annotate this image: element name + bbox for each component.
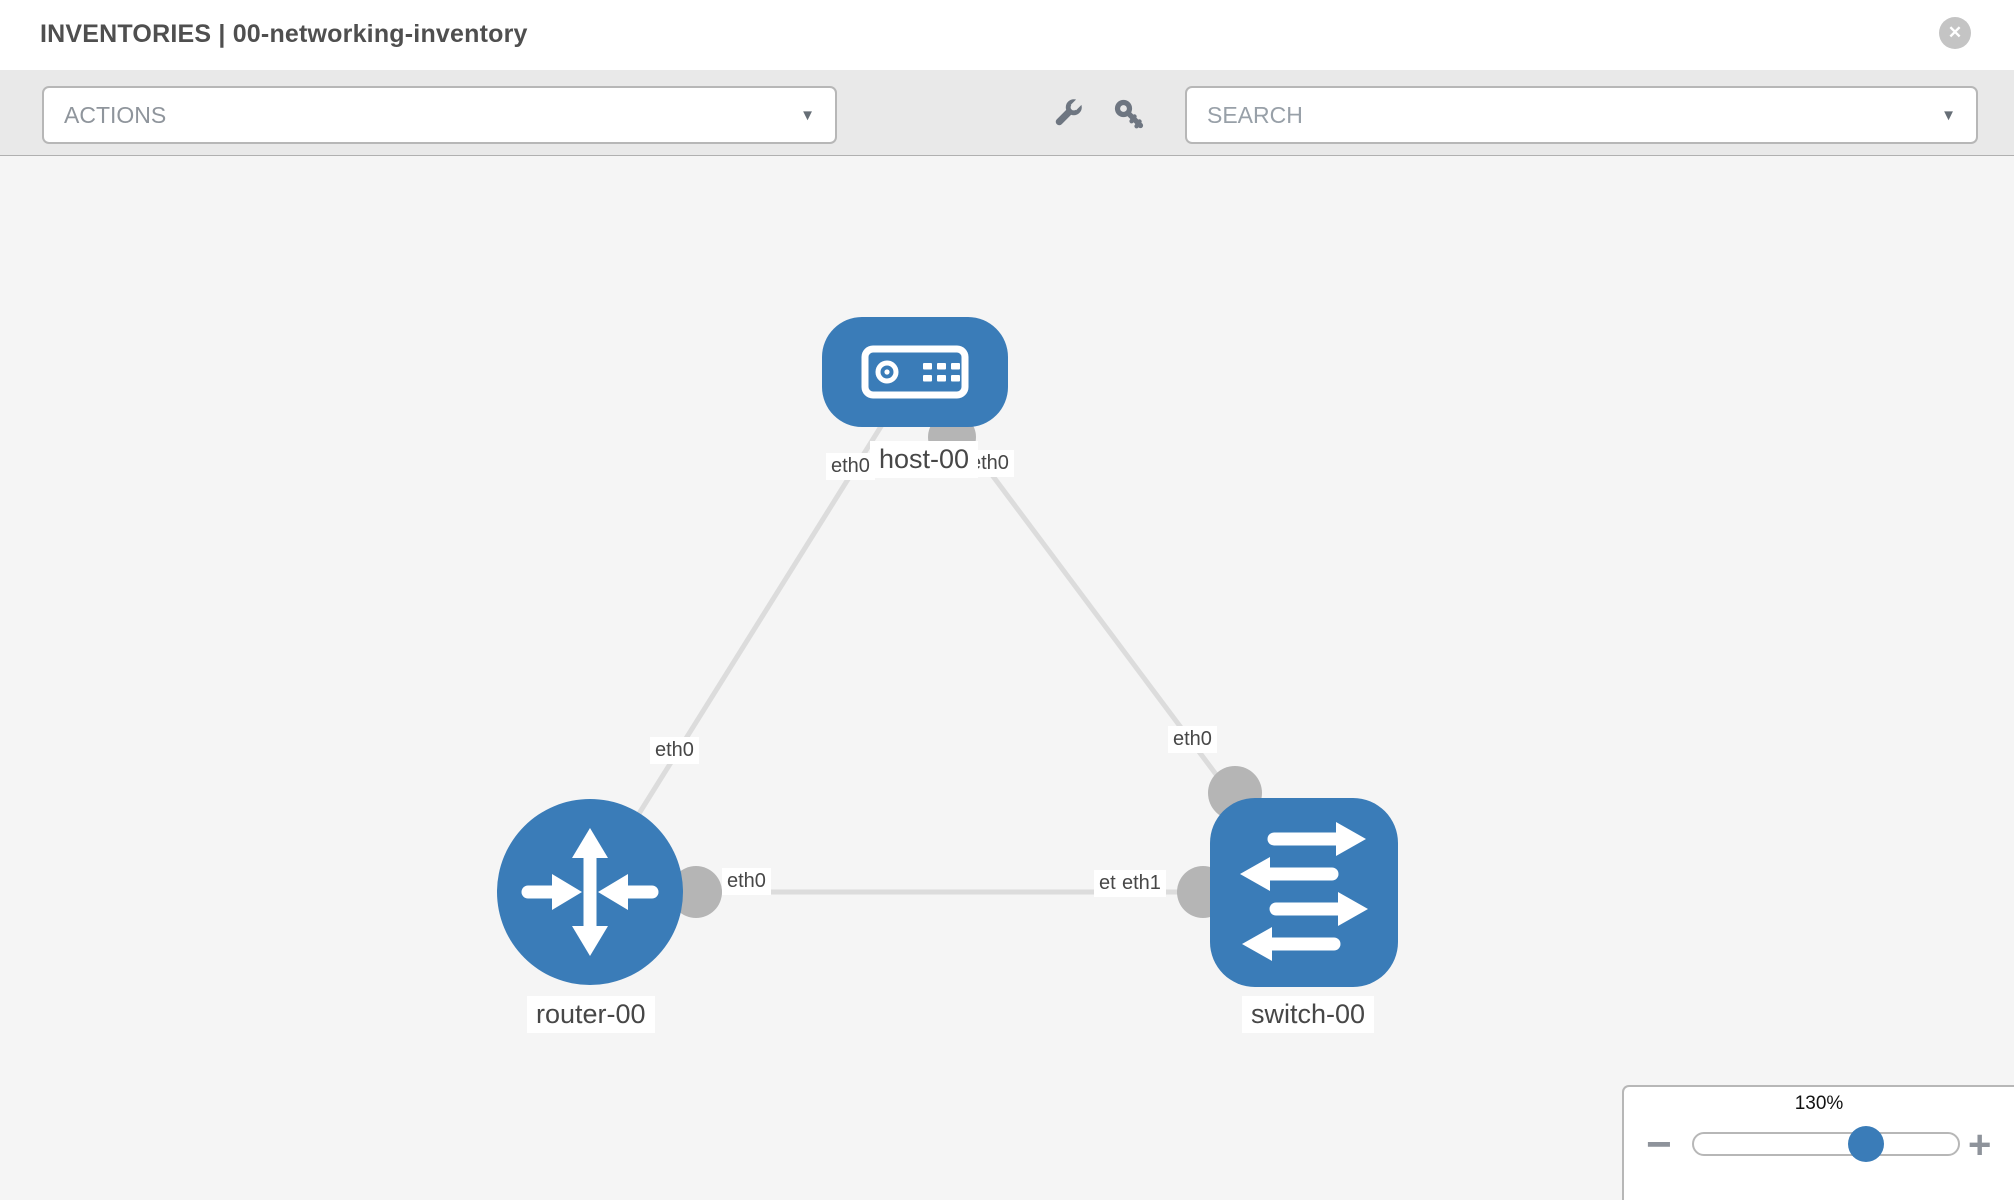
configure-button[interactable] bbox=[1042, 91, 1090, 139]
wrench-icon bbox=[1055, 98, 1083, 126]
toolbar: ACTIONS ▼ bbox=[0, 70, 2014, 156]
zoom-control-panel: 130% − + bbox=[1622, 1085, 2014, 1200]
actions-dropdown-label: ACTIONS bbox=[64, 101, 167, 128]
zoom-level-value: 130% bbox=[1794, 1093, 1844, 1114]
key-icon bbox=[1114, 99, 1144, 129]
zoom-slider-thumb[interactable] bbox=[1848, 1126, 1884, 1162]
search-dropdown[interactable]: ▼ bbox=[1185, 86, 1978, 144]
node-switch-00[interactable] bbox=[1210, 798, 1398, 987]
topology-canvas[interactable]: eth0 eth0 eth0 eth0 eth0 eth0 eth1 host-… bbox=[0, 156, 2014, 1200]
interface-label: eth1 bbox=[1117, 870, 1166, 897]
interface-label: eth0 bbox=[1168, 726, 1217, 753]
node-label-router: router-00 bbox=[527, 996, 655, 1033]
interface-label: eth0 bbox=[650, 737, 699, 764]
server-icon bbox=[861, 345, 969, 399]
credentials-button[interactable] bbox=[1106, 91, 1154, 139]
close-icon[interactable]: ✕ bbox=[1939, 17, 1971, 49]
search-input[interactable] bbox=[1207, 101, 1942, 129]
header: INVENTORIES | 00-networking-inventory ✕ bbox=[0, 0, 2014, 70]
zoom-in-button[interactable]: + bbox=[1968, 1123, 1992, 1167]
interface-dot-router bbox=[670, 866, 722, 918]
zoom-slider[interactable] bbox=[1692, 1126, 1960, 1162]
page-title: INVENTORIES | 00-networking-inventory bbox=[40, 20, 528, 48]
chevron-down-icon: ▼ bbox=[800, 106, 815, 124]
exchange-arrows-icon bbox=[1240, 822, 1368, 961]
actions-dropdown[interactable]: ACTIONS ▼ bbox=[42, 86, 837, 144]
node-router-00[interactable] bbox=[497, 799, 683, 985]
node-label-switch: switch-00 bbox=[1242, 996, 1375, 1033]
crossed-arrows-icon bbox=[521, 828, 659, 956]
interface-label: eth0 bbox=[826, 453, 875, 480]
interface-label: eth0 bbox=[722, 868, 771, 895]
node-label-host: host-00 bbox=[870, 441, 979, 478]
chevron-down-icon: ▼ bbox=[1941, 106, 1956, 124]
zoom-out-button[interactable]: − bbox=[1646, 1120, 1672, 1169]
node-host-00[interactable] bbox=[822, 317, 1008, 427]
